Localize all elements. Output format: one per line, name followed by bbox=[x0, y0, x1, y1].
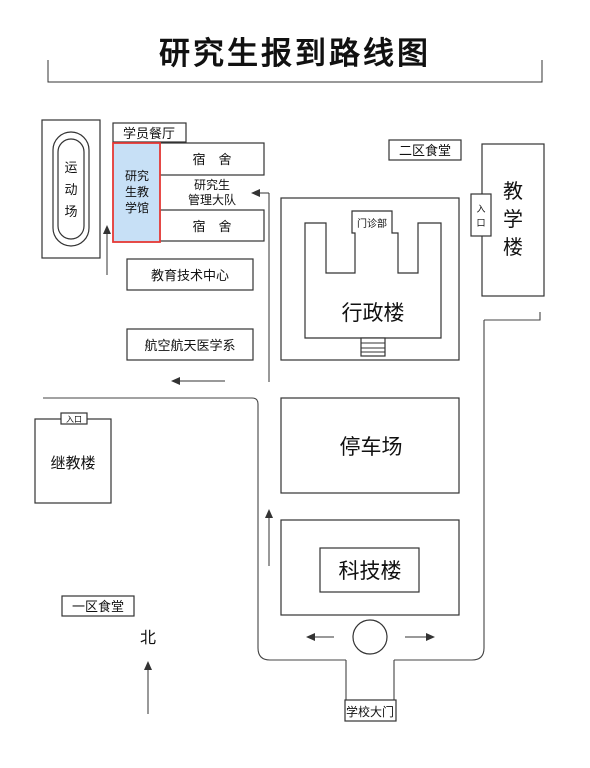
teaching-building-label: 教 bbox=[503, 179, 523, 203]
roads bbox=[43, 312, 541, 700]
edu-tech-center: 教育技术中心 bbox=[126, 258, 254, 291]
aero-med-dept: 航空航天医学系 bbox=[126, 328, 254, 361]
teaching-entrance-label: 口 bbox=[476, 219, 485, 229]
teaching-building-label: 学 bbox=[503, 207, 523, 231]
cont-edu-entrance-label: 入口 bbox=[66, 415, 82, 424]
dormitory-block: 宿 舍 研究生 管理大队 宿 舍 bbox=[159, 142, 265, 242]
grad-management-label: 研究生 bbox=[194, 177, 230, 192]
grad-teaching-label: 学馆 bbox=[125, 200, 149, 215]
dormitory-top-label: 宿 舍 bbox=[192, 152, 231, 168]
teaching-building: 入 口 教 学 楼 bbox=[470, 143, 545, 297]
tech-building: 科技楼 bbox=[280, 519, 460, 616]
canteen-zone-2: 二区食堂 bbox=[388, 139, 462, 161]
cont-edu-building: 入口 继教楼 bbox=[34, 412, 112, 504]
admin-building-label: 行政楼 bbox=[342, 301, 405, 325]
dormitory-bottom-label: 宿 舍 bbox=[192, 219, 231, 235]
edu-tech-label: 教育技术中心 bbox=[151, 268, 229, 284]
grad-teaching-label: 生教 bbox=[125, 184, 149, 199]
grad-teaching-label: 研究 bbox=[125, 168, 149, 183]
map-title: 研究生报到路线图 bbox=[159, 36, 431, 72]
school-gate-label: 学校大门 bbox=[346, 704, 394, 719]
aero-med-label: 航空航天医学系 bbox=[144, 338, 235, 354]
cont-edu-label: 继教楼 bbox=[50, 454, 95, 472]
parking-label: 停车场 bbox=[340, 435, 403, 459]
admin-building: 门诊部 行政楼 bbox=[280, 197, 460, 361]
clinic-label: 门诊部 bbox=[357, 217, 387, 230]
sports-field-label: 场 bbox=[64, 205, 77, 220]
grad-management-label: 管理大队 bbox=[188, 192, 236, 207]
student-canteen: 学员餐厅 bbox=[112, 122, 187, 143]
sports-field-label: 运 bbox=[64, 161, 77, 176]
roundabout bbox=[352, 619, 388, 655]
parking-lot: 停车场 bbox=[280, 397, 460, 494]
north-label: 北 bbox=[140, 628, 156, 647]
teaching-building-label: 楼 bbox=[503, 235, 523, 259]
sports-field-label: 动 bbox=[64, 183, 77, 198]
title-underline bbox=[47, 60, 543, 83]
tech-building-label: 科技楼 bbox=[339, 559, 402, 583]
grad-teaching-building: 研究 生教 学馆 bbox=[112, 142, 161, 243]
school-gate: 学校大门 bbox=[344, 699, 397, 722]
teaching-entrance-label: 入 bbox=[476, 204, 485, 215]
north-indicator: 北 bbox=[140, 628, 156, 714]
admin-stairs bbox=[360, 337, 386, 357]
student-canteen-label: 学员餐厅 bbox=[123, 126, 175, 142]
canteen-zone-1-label: 一区食堂 bbox=[72, 599, 124, 615]
sports-field: 运 动 场 bbox=[41, 119, 101, 259]
canteen-zone-1: 一区食堂 bbox=[61, 595, 135, 617]
canteen-zone-2-label: 二区食堂 bbox=[399, 143, 451, 159]
route-arrows bbox=[103, 189, 435, 641]
